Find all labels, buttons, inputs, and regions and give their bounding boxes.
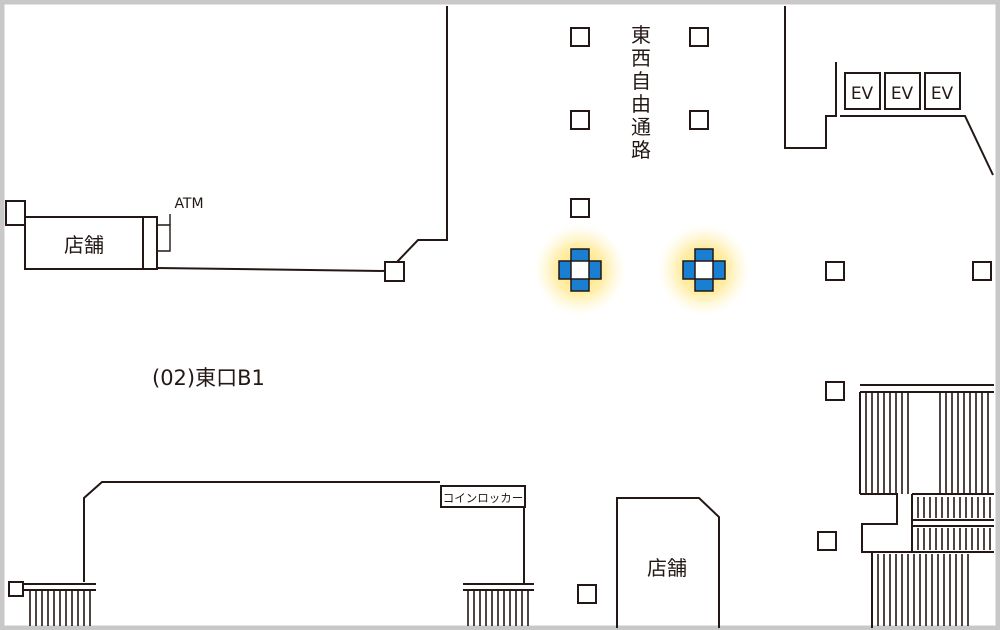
elevator-2 xyxy=(884,72,921,110)
locker-label: コインロッカー xyxy=(443,491,524,505)
elevator-area xyxy=(784,6,994,176)
signage-marker-2 xyxy=(658,224,750,316)
pillar xyxy=(8,581,24,597)
stairs-bottom-left xyxy=(24,583,96,626)
left-store-block xyxy=(24,214,171,270)
pillar xyxy=(570,198,590,218)
atm-label: ATM xyxy=(174,196,203,212)
bottom-left-block xyxy=(83,481,526,584)
ev-label-2: EV xyxy=(891,84,914,104)
pillar xyxy=(825,261,845,281)
signage-marker-1 xyxy=(534,224,626,316)
upper-left-wall xyxy=(5,6,448,272)
store-bottom-block xyxy=(616,497,720,628)
pillar xyxy=(689,110,709,130)
corridor-label: 東西自由通路 xyxy=(631,23,651,162)
stairs-bottom-middle xyxy=(463,583,534,626)
pillar xyxy=(384,261,405,282)
store-label-left: 店舗 xyxy=(64,233,104,257)
coin-locker xyxy=(440,485,526,508)
store-label-bottom: 店舗 xyxy=(647,556,687,580)
pillar xyxy=(689,27,709,47)
pillar xyxy=(570,110,590,130)
corridor-label-text: 東西自由通路 xyxy=(631,23,651,162)
pillars xyxy=(8,27,992,604)
pillar xyxy=(570,27,590,47)
pillar xyxy=(817,531,837,551)
ev-label-3: EV xyxy=(931,84,954,104)
elevator-3 xyxy=(924,72,961,110)
area-label: (02)東口B1 xyxy=(152,366,265,390)
pillar xyxy=(577,584,597,604)
elevator-1 xyxy=(844,72,881,110)
stairs-right xyxy=(859,384,994,628)
pillar xyxy=(825,381,845,401)
pillar xyxy=(972,261,992,281)
ev-label-1: EV xyxy=(851,84,874,104)
